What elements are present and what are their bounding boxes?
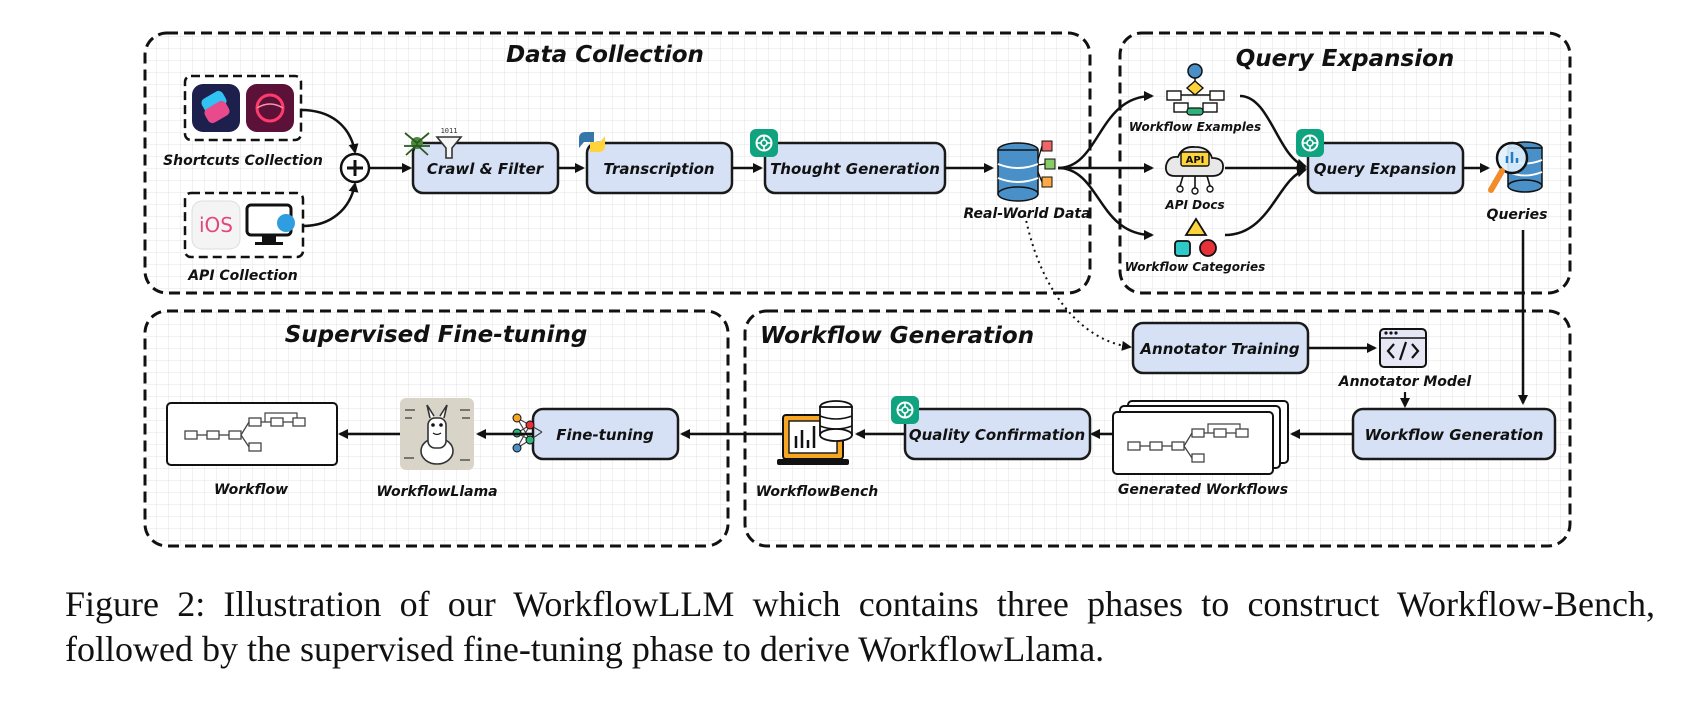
panel-title-supervised-finetuning: Supervised Fine-tuning bbox=[285, 322, 588, 348]
python-icon bbox=[579, 132, 605, 152]
shortcuts-app-icon bbox=[192, 84, 240, 132]
thought-generation-node: Thought Generation bbox=[763, 141, 947, 195]
workflowllama-label: WorkflowLlama bbox=[376, 484, 497, 500]
thought-generation-label: Thought Generation bbox=[770, 160, 940, 178]
query-expansion-label: Query Expansion bbox=[1314, 160, 1457, 178]
svg-text:1011: 1011 bbox=[441, 127, 458, 135]
queries-label: Queries bbox=[1487, 207, 1548, 223]
plus-icon bbox=[339, 152, 371, 184]
annotator-training-node: Annotator Training bbox=[1131, 321, 1310, 375]
panel-title-data-collection: Data Collection bbox=[506, 42, 704, 68]
workflow-generation-node: Workflow Generation bbox=[1351, 407, 1557, 461]
shortcuts-collection-label: Shortcuts Collection bbox=[163, 153, 323, 169]
annotator-training-label: Annotator Training bbox=[1139, 340, 1299, 358]
fine-tuning-node: Fine-tuning bbox=[531, 407, 680, 461]
crawl-filter-node: Crawl & Filter bbox=[411, 141, 560, 195]
workflowbench-laptop-icon bbox=[777, 400, 853, 465]
shortcuts-collection-group: Shortcuts Collection bbox=[163, 74, 323, 169]
api-cloud-text: API bbox=[1186, 155, 1205, 166]
generated-workflows-stack bbox=[1112, 400, 1289, 475]
ios-icon-text: iOS bbox=[199, 213, 233, 237]
api-docs-label: API Docs bbox=[1164, 198, 1224, 212]
panel-title-workflow-generation: Workflow Generation bbox=[760, 323, 1034, 349]
chatgpt-icon bbox=[749, 128, 779, 158]
api-collection-group: iOS API Collection bbox=[183, 191, 305, 284]
chatgpt-icon bbox=[1295, 128, 1325, 158]
panel-title-query-expansion: Query Expansion bbox=[1236, 46, 1455, 72]
database-icon bbox=[997, 140, 1056, 202]
workflow-examples-icon bbox=[1166, 63, 1225, 116]
crawl-filter-label: Crawl & Filter bbox=[427, 160, 545, 178]
transcription-label: Transcription bbox=[603, 160, 714, 178]
workflow-categories-icon bbox=[1174, 217, 1217, 257]
api-collection-label: API Collection bbox=[187, 268, 298, 284]
workflow-categories-label: Workflow Categories bbox=[1125, 260, 1266, 274]
funnel-icon: 1011 bbox=[435, 127, 463, 159]
spider-icon bbox=[404, 132, 430, 156]
real-world-data-label: Real-World Data bbox=[963, 206, 1090, 222]
quality-confirmation-label: Quality Confirmation bbox=[909, 426, 1085, 444]
api-cloud-icon: API bbox=[1165, 146, 1224, 195]
workflow-generation-label: Workflow Generation bbox=[1365, 426, 1544, 444]
workflow-label: Workflow bbox=[214, 482, 288, 498]
chatgpt-icon bbox=[890, 395, 920, 425]
annotator-model-label: Annotator Model bbox=[1338, 374, 1472, 390]
generated-workflows-label: Generated Workflows bbox=[1118, 482, 1288, 498]
queries-search-db-icon bbox=[1488, 141, 1543, 193]
code-window-icon bbox=[1379, 328, 1427, 368]
circle-app-icon bbox=[246, 84, 294, 132]
workflow-output-box bbox=[166, 402, 338, 466]
figure-caption: Figure 2: Illustration of our WorkflowLL… bbox=[65, 584, 1655, 669]
query-expansion-node: Query Expansion bbox=[1306, 141, 1465, 195]
workflow-examples-label: Workflow Examples bbox=[1129, 120, 1261, 134]
quality-confirmation-node: Quality Confirmation bbox=[903, 407, 1092, 461]
fine-tuning-label: Fine-tuning bbox=[556, 426, 654, 444]
ios-icon: iOS bbox=[191, 200, 241, 250]
workflowbench-label: WorkflowBench bbox=[756, 484, 879, 500]
transcription-node: Transcription bbox=[585, 141, 734, 195]
workflowllm-diagram: Data Collection Query Expansion Supervis… bbox=[143, 31, 1572, 548]
llama-icon bbox=[400, 398, 474, 470]
mac-computer-icon bbox=[245, 203, 295, 245]
